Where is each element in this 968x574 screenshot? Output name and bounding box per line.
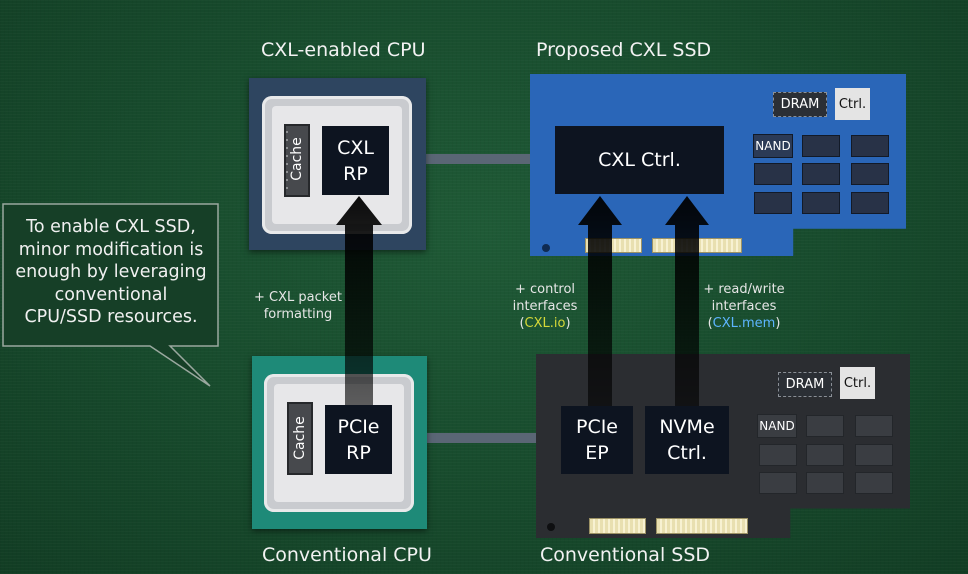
annotation-cxl-io: CXL.io: [524, 316, 566, 331]
annotation-rw-line2: interfaces: [711, 299, 777, 314]
nand-cell: [851, 135, 889, 157]
pcie-rp-chip: PCIe RP: [325, 405, 392, 474]
annotation-cxl-packet-line2: formatting: [263, 307, 333, 322]
annotation-control-line1: + control: [514, 282, 576, 297]
nand-cell: [806, 415, 844, 437]
nand-cell: [754, 192, 792, 214]
cache-chip-bottom: [287, 402, 313, 475]
title-cxl-cpu: CXL-enabled CPU: [261, 39, 426, 61]
cxl-ctrl-chip: CXL Ctrl.: [555, 126, 724, 194]
annotation-cxl-packet: + CXL packet formatting: [240, 289, 356, 323]
nand-cell: [802, 135, 840, 157]
annotation-read-write: + read/write interfaces (CXL.mem): [694, 281, 794, 332]
conv-ssd-connector-a: [589, 518, 646, 534]
pcie-ep-chip: PCIe EP: [561, 406, 633, 474]
nand-cell: [806, 472, 844, 494]
cache-chip-top: [284, 124, 310, 197]
cxl-ssd-ctrl: Ctrl.: [835, 88, 870, 120]
cxl-rp-chip: CXL RP: [322, 126, 389, 195]
annotation-control-open: (: [519, 316, 525, 331]
callout-text: To enable CXL SSD, minor modification is…: [15, 217, 207, 327]
annotation-rw-line1: + read/write: [703, 282, 785, 297]
cxl-ssd-connector-b: [652, 238, 742, 253]
annotation-control-line2: interfaces: [512, 299, 578, 314]
annotation-control-close: ): [565, 316, 571, 331]
conv-ssd-nand-label: NAND: [757, 414, 797, 438]
link-cxl-rp-to-cxl-ctrl: [390, 154, 560, 164]
annotation-control-line3: (CXL.io): [496, 315, 594, 332]
nand-cell: [855, 415, 893, 437]
nand-cell: [802, 192, 840, 214]
annotation-cxl-mem: CXL.mem: [712, 316, 776, 331]
title-conv-cpu: Conventional CPU: [262, 544, 432, 566]
cache-label-top: Cache: [289, 137, 305, 181]
annotation-rw-line3: (CXL.mem): [694, 315, 794, 332]
annotation-cxl-packet-line1: + CXL packet: [254, 290, 342, 305]
nand-cell: [851, 192, 889, 214]
annotation-control: + control interfaces (CXL.io): [496, 281, 594, 332]
link-pcie-rp-to-pcie-ep: [392, 433, 562, 443]
nand-cell: [855, 472, 893, 494]
nand-cell: [759, 472, 797, 494]
conv-ssd-hole: [547, 523, 555, 531]
nand-cell: [759, 444, 797, 466]
cxl-ssd-connector-a: [585, 238, 642, 253]
annotation-rw-open: (: [707, 316, 713, 331]
cxl-ssd-nand-label: NAND: [753, 134, 793, 158]
nand-cell: [851, 163, 889, 185]
conv-ssd-connector-b: [656, 518, 748, 534]
conv-ssd-dram: DRAM: [778, 372, 832, 397]
nand-cell: [802, 163, 840, 185]
annotation-rw-close: ): [775, 316, 781, 331]
nand-cell: [855, 444, 893, 466]
nand-cell: [754, 163, 792, 185]
conv-ssd-ctrl: Ctrl.: [840, 367, 875, 399]
title-cxl-ssd: Proposed CXL SSD: [536, 39, 712, 61]
cxl-ssd-dram: DRAM: [773, 92, 827, 117]
nand-cell: [806, 444, 844, 466]
cxl-ssd-hole: [542, 244, 550, 252]
cache-label-bottom: Cache: [292, 416, 308, 460]
callout-bubble: [2, 203, 219, 387]
nvme-ctrl-chip: NVMe Ctrl.: [645, 406, 729, 474]
title-conv-ssd: Conventional SSD: [540, 544, 711, 566]
